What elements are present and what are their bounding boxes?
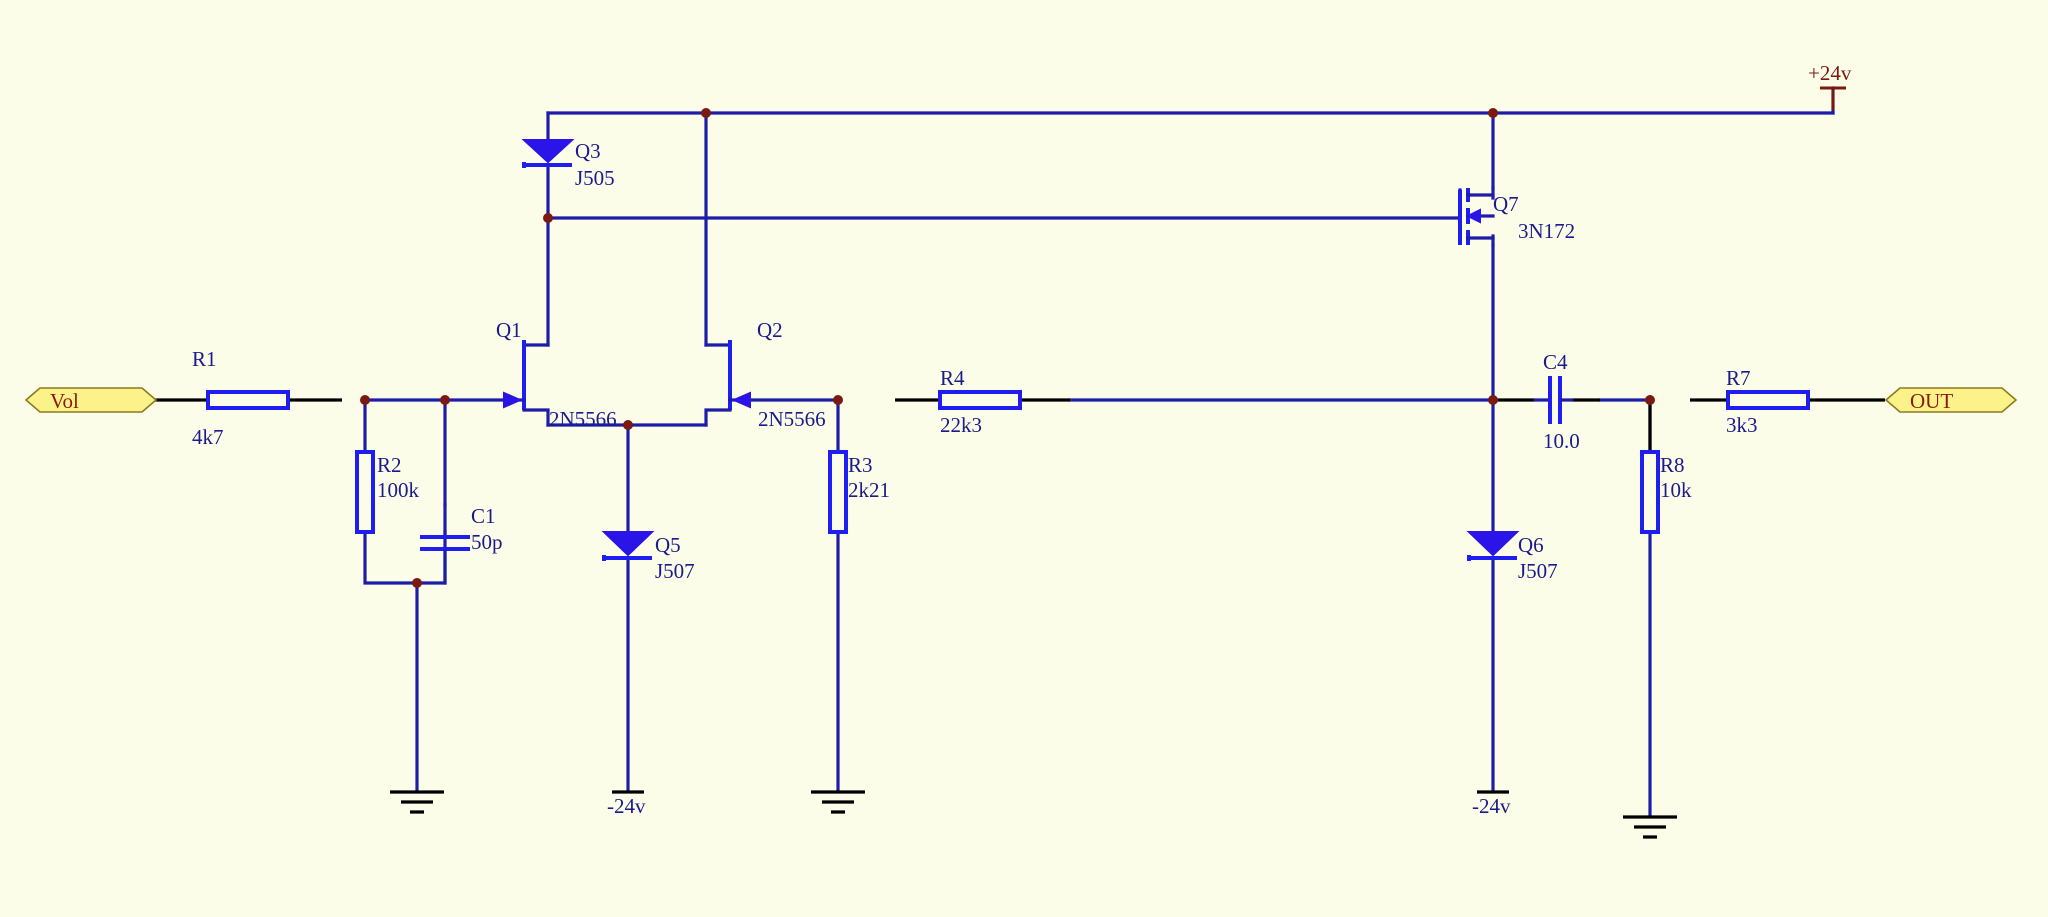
q2-ref: Q2 (757, 318, 783, 342)
q5-ref: Q5 (655, 533, 681, 557)
q7-ref: Q7 (1493, 192, 1519, 216)
rail-pos-label: +24v (1808, 61, 1852, 85)
r7-ref: R7 (1726, 366, 1751, 390)
r3-ref: R3 (848, 453, 873, 477)
capacitor-c1[interactable] (420, 503, 470, 585)
c4-value: 10.0 (1543, 429, 1580, 453)
r3-value: 2k21 (848, 478, 890, 502)
pin-leads (155, 398, 1885, 452)
q1-value: 2N5566 (549, 407, 617, 431)
r1-value: 4k7 (192, 425, 224, 449)
output-port[interactable]: OUT (1884, 387, 2018, 413)
ground-symbol (811, 790, 865, 814)
q6-ref: Q6 (1518, 533, 1544, 557)
diode-q3[interactable] (521, 139, 575, 168)
ground-symbol (390, 790, 444, 814)
jfet-q1[interactable] (503, 340, 550, 427)
resistor-r1[interactable] (206, 390, 290, 410)
ground-symbol (1623, 815, 1677, 839)
r4-value: 22k3 (940, 413, 982, 437)
resistor-r2[interactable] (355, 450, 375, 534)
input-port[interactable]: Vol (24, 387, 158, 413)
capacitor-c4[interactable] (1533, 376, 1574, 424)
q3-ref: Q3 (575, 139, 601, 163)
r8-ref: R8 (1660, 453, 1685, 477)
diode-q6[interactable] (1466, 531, 1520, 561)
c1-ref: C1 (471, 504, 496, 528)
junction-dots (360, 108, 1655, 588)
c1-value: 50p (471, 530, 503, 554)
q2-value: 2N5566 (758, 407, 826, 431)
r4-ref: R4 (940, 366, 965, 390)
output-port-label: OUT (1910, 389, 1953, 413)
resistor-r4[interactable] (938, 390, 1022, 410)
wires (363, 86, 1835, 817)
q7-value: 3N172 (1518, 219, 1575, 243)
mosfet-q7[interactable] (1458, 186, 1495, 247)
diode-q5[interactable] (601, 531, 655, 561)
labels: +24v -24v -24v R1 4k7 R2 100k C1 50p Q1 … (192, 61, 1852, 818)
q5-value: J507 (655, 559, 695, 583)
r2-ref: R2 (377, 453, 402, 477)
rail-pos (1820, 86, 1846, 110)
r8-value: 10k (1660, 478, 1692, 502)
r7-value: 3k3 (1726, 413, 1758, 437)
resistor-r3[interactable] (828, 450, 848, 534)
jfet-q2[interactable] (704, 340, 751, 427)
input-port-label: Vol (50, 389, 79, 413)
rail-neg-q5-label: -24v (607, 794, 646, 818)
q6-value: J507 (1518, 559, 1558, 583)
r1-ref: R1 (192, 347, 217, 371)
rail-neg-q6-label: -24v (1472, 794, 1511, 818)
q3-value: J505 (575, 166, 615, 190)
r2-value: 100k (377, 478, 420, 502)
resistor-r8[interactable] (1640, 450, 1660, 534)
resistor-r7[interactable] (1726, 390, 1810, 410)
c4-ref: C4 (1543, 350, 1568, 374)
q1-ref: Q1 (496, 318, 522, 342)
